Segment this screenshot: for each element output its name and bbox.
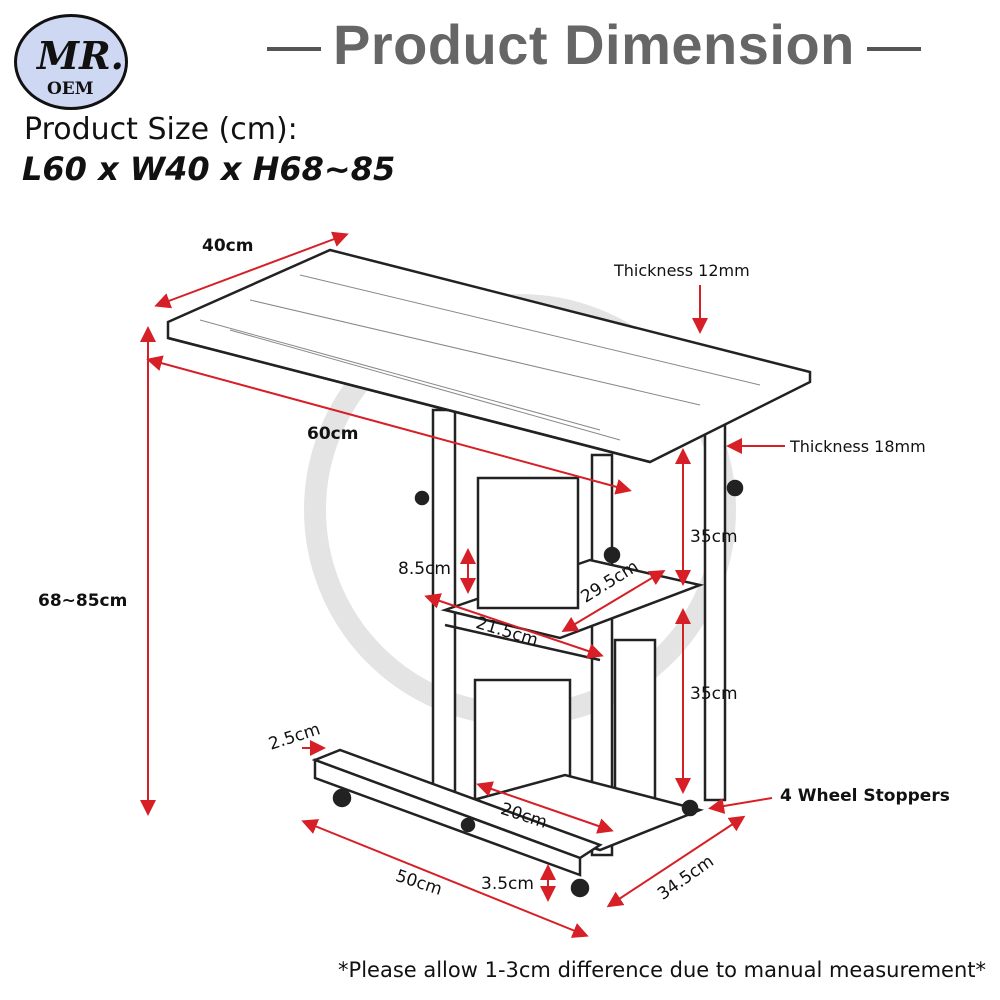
top-thickness-label: Thickness 12mm — [614, 261, 750, 280]
logo-subtext: OEM — [47, 79, 94, 99]
product-size-label: Product Size (cm): — [24, 112, 298, 147]
product-size-value: L60 x W40 x H68~85 — [22, 150, 396, 188]
wheel-stoppers-label: 4 Wheel Stoppers — [780, 786, 950, 806]
upper-gap-label: 35cm — [690, 527, 738, 547]
title-text: Product Dimension — [333, 13, 855, 76]
table-drawing — [166, 248, 812, 898]
wheel-clearance-label: 3.5cm — [481, 874, 534, 894]
height-label: 68~85cm — [38, 591, 128, 611]
page-title: Product Dimension — [255, 12, 933, 77]
lower-gap-label: 35cm — [690, 684, 738, 704]
shelf-lip-label: 8.5cm — [398, 559, 451, 579]
width-label: 40cm — [202, 236, 254, 256]
pointer-arrows — [302, 285, 785, 814]
length-label: 60cm — [307, 424, 359, 444]
measurement-disclaimer: *Please allow 1-3cm difference due to ma… — [338, 958, 986, 982]
brand-logo: MR. OEM — [14, 14, 128, 110]
leg-thickness-label: Thickness 18mm — [790, 437, 926, 456]
dimension-arrows — [140, 231, 746, 938]
logo-text: MR. — [37, 33, 124, 78]
